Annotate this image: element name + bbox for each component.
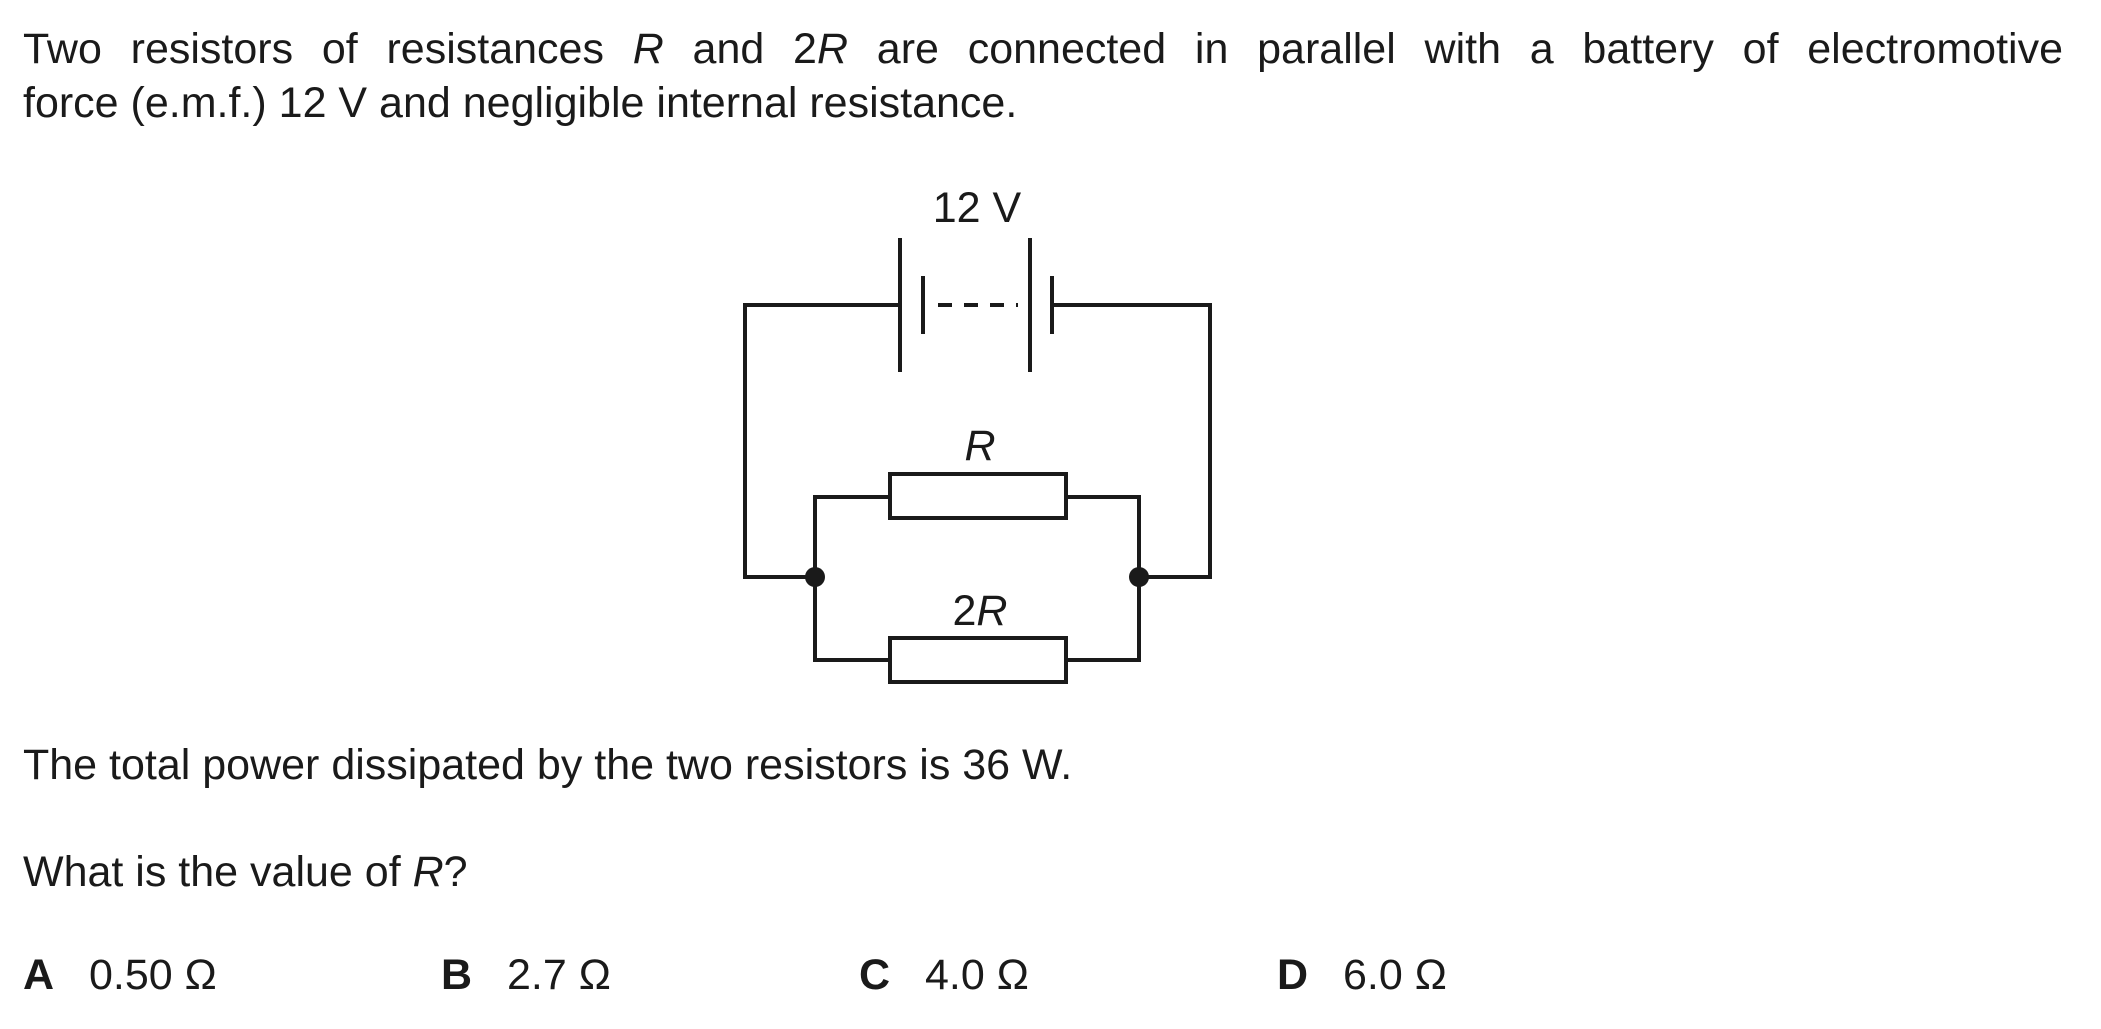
- resistance-symbol: R: [412, 848, 444, 896]
- outer-wire-right: [1050, 303, 1212, 579]
- option-value: 4.0 Ω: [925, 951, 1029, 999]
- question-intro: Two resistors of resistances R and 2R ar…: [23, 22, 2063, 130]
- option-c[interactable]: C 4.0 Ω: [859, 948, 1029, 1002]
- option-letter: D: [1277, 951, 1309, 999]
- resistor-2r-label: 2R: [953, 587, 1008, 635]
- option-value: 2.7 Ω: [507, 951, 611, 999]
- power-statement: The total power dissipated by the two re…: [23, 741, 1073, 789]
- branch-r-wire: [813, 495, 892, 579]
- intro-line-1: Two resistors of resistances R and 2R ar…: [23, 25, 2063, 73]
- option-letter: B: [441, 951, 473, 999]
- branch-2r-wire: [813, 575, 892, 662]
- resistance-symbol: R: [816, 25, 849, 73]
- branch-2r-wire-right: [1064, 575, 1141, 662]
- option-letter: A: [23, 951, 55, 999]
- branch-r-wire-right: [1064, 495, 1141, 579]
- junction-dot-left: [805, 567, 825, 587]
- option-a[interactable]: A 0.50 Ω: [23, 948, 217, 1002]
- junction-dot-right: [1129, 567, 1149, 587]
- intro-line-2: force (e.m.f.) 12 V and negligible inter…: [23, 79, 1018, 127]
- resistor-r: [888, 472, 1068, 520]
- resistor-2r: [888, 636, 1068, 684]
- option-b[interactable]: B 2.7 Ω: [441, 948, 611, 1002]
- option-d[interactable]: D 6.0 Ω: [1277, 948, 1447, 1002]
- resistor-r-label: R: [964, 422, 995, 470]
- answer-options: A 0.50 Ω B 2.7 Ω C 4.0 Ω D 6.0 Ω: [23, 948, 1723, 1002]
- outer-wire-left: [743, 303, 902, 579]
- option-value: 6.0 Ω: [1343, 951, 1447, 999]
- option-letter: C: [859, 951, 891, 999]
- battery-label: 12 V: [933, 184, 1022, 232]
- resistance-symbol: R: [632, 25, 664, 73]
- option-value: 0.50 Ω: [89, 951, 217, 999]
- question-prompt: What is the value of R?: [23, 848, 468, 896]
